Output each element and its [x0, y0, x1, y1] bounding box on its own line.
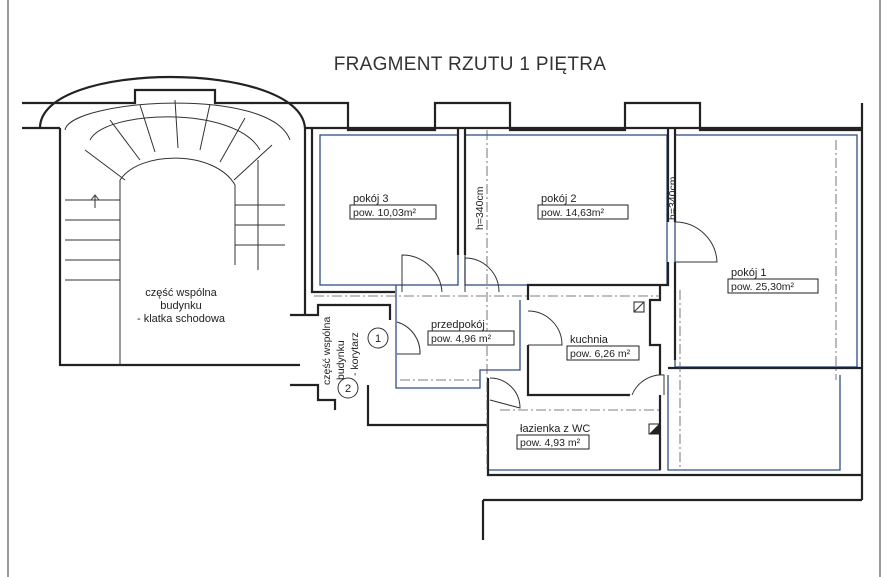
stairwell — [38, 75, 307, 367]
room-label-przedpokoj: przedpokój — [431, 319, 485, 331]
plan-title: FRAGMENT RZUTU 1 PIĘTRA — [334, 54, 607, 75]
room-label-kuchnia: kuchnia — [570, 334, 609, 346]
area-box-pokoj-2 — [537, 204, 629, 220]
marker-1: 1 — [375, 333, 381, 345]
room-label-pokoj-1: pokój 1 — [731, 267, 766, 279]
room-label-pokoj-2: pokój 2 — [541, 193, 576, 205]
height-label-2: h=340cm — [667, 176, 679, 220]
area-box-przedpokoj — [427, 330, 515, 346]
corridor — [290, 303, 488, 427]
stairwell-label-2: budynku — [160, 300, 202, 312]
corridor-label-2: budynku — [335, 340, 347, 380]
area-box-lazienka — [516, 434, 590, 450]
interior-walls — [310, 128, 862, 540]
room-label-lazienka: łazienka z WC — [520, 423, 590, 435]
room-area-pokoj-2: pow. 14,63m² — [541, 207, 605, 219]
room-area-przedpokoj: pow. 4,96 m² — [431, 333, 492, 345]
reference-lines — [314, 130, 837, 470]
top-wall — [22, 88, 864, 500]
stairwell-label-1: część wspólna — [145, 287, 217, 299]
apartment-outline — [319, 134, 858, 471]
room-area-pokoj-3: pow. 10,03m² — [353, 207, 417, 219]
area-box-pokoj-3 — [349, 204, 437, 220]
corridor-label-1: część wspólna — [321, 317, 333, 385]
corridor-label-3: - korytarz — [349, 332, 361, 376]
room-area-pokoj-1: pow. 25,30m² — [731, 281, 795, 293]
marker-2: 2 — [345, 383, 351, 395]
room-label-pokoj-3: pokój 3 — [353, 193, 388, 205]
area-box-pokoj-1 — [727, 278, 819, 294]
room-area-kuchnia: pow. 6,26 m² — [570, 348, 631, 360]
height-label-1: h=340cm — [474, 186, 486, 230]
room-area-lazienka: pow. 4,93 m² — [520, 437, 581, 449]
area-box-kuchnia — [566, 345, 640, 361]
stairwell-label-3: - klatka schodowa — [137, 313, 226, 325]
doors — [396, 221, 718, 409]
